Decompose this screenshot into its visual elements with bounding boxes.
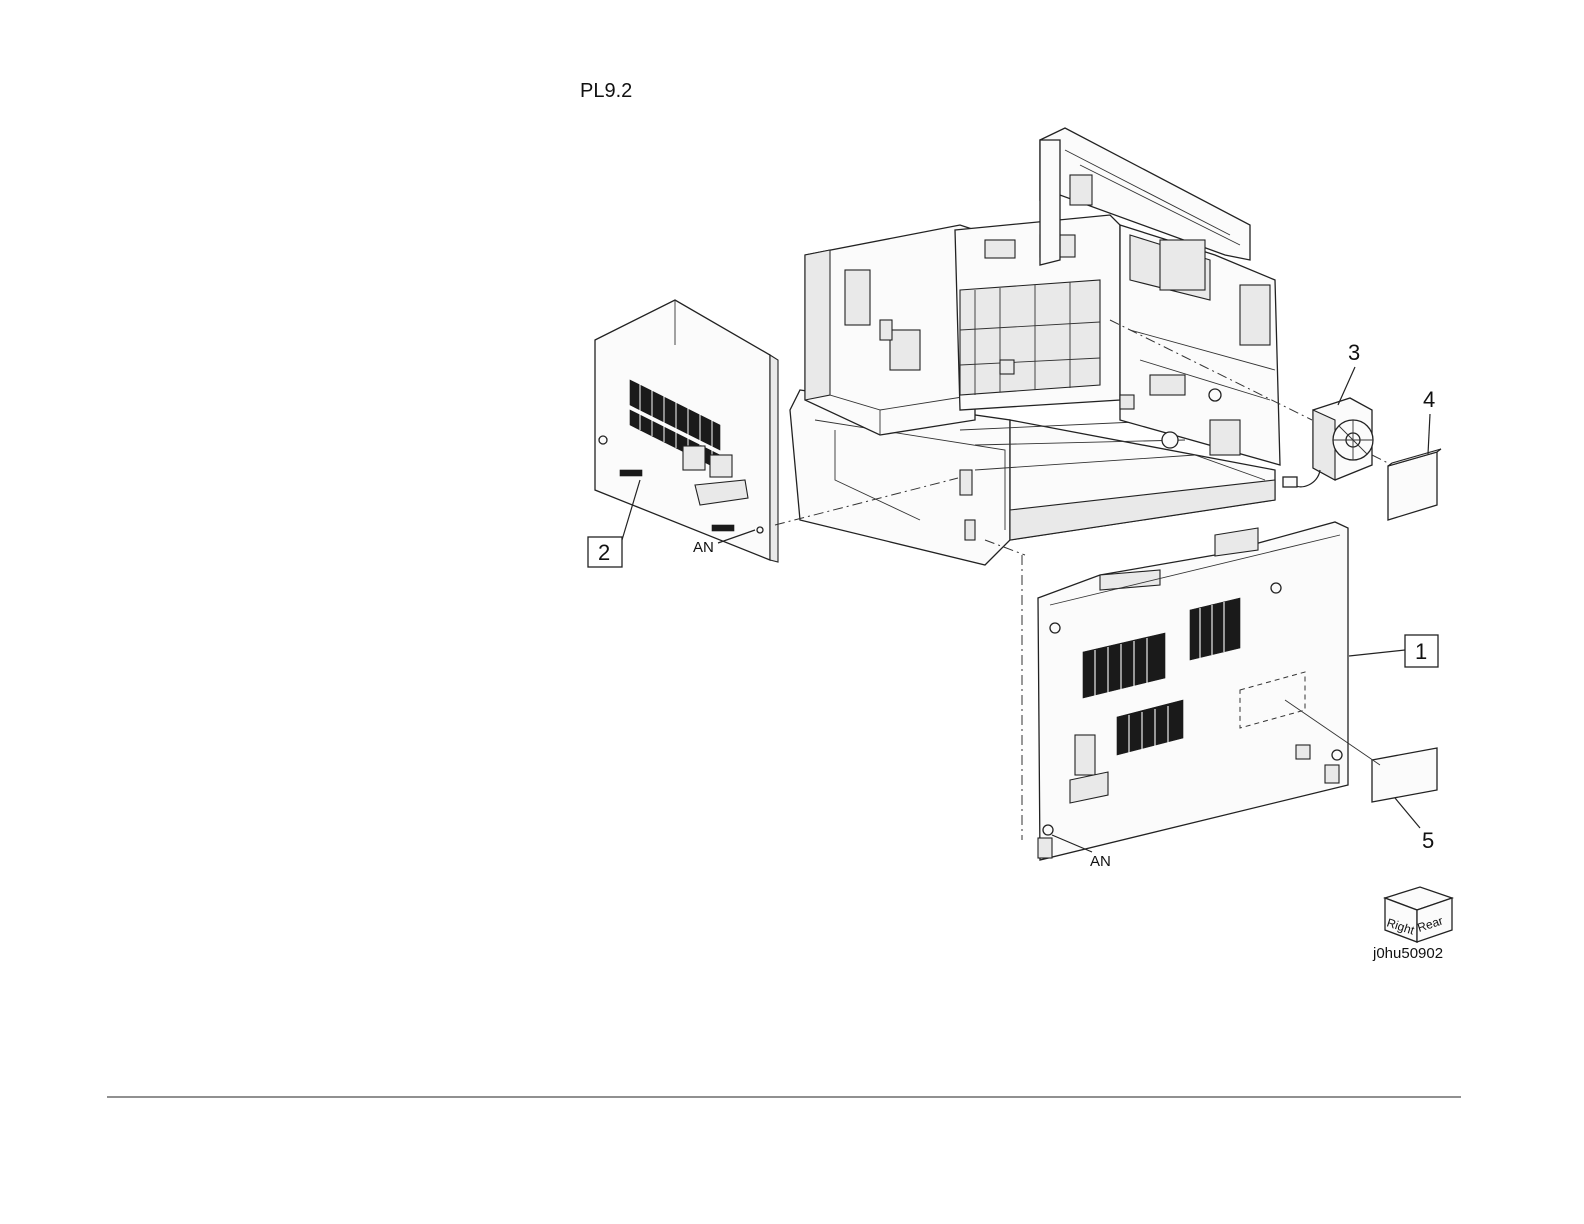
filter-path <box>1372 455 1392 465</box>
callout-4-label: 4 <box>1423 387 1435 412</box>
callout-5-leader <box>1395 798 1420 828</box>
callout-2-label: 2 <box>598 540 610 565</box>
part-1-cover <box>1038 522 1348 860</box>
figure-id: j0hu50902 <box>1372 945 1443 962</box>
view-indicator-cube: Right Rear <box>1385 887 1452 942</box>
part-5-label <box>1372 748 1437 802</box>
fastener-label-an-left: AN <box>693 539 714 556</box>
callout-1-leader <box>1349 650 1405 656</box>
fastener-label-an-right: AN <box>1090 853 1111 870</box>
plate-id: PL9.2 <box>580 80 632 102</box>
main-frame <box>790 128 1280 565</box>
callout-5-label: 5 <box>1422 828 1434 853</box>
part-2-cover <box>595 300 778 562</box>
part-3-fan <box>1283 398 1373 487</box>
callout-3-label: 3 <box>1348 340 1360 365</box>
callout-4-leader <box>1428 414 1430 454</box>
callout-1-label: 1 <box>1415 639 1427 664</box>
